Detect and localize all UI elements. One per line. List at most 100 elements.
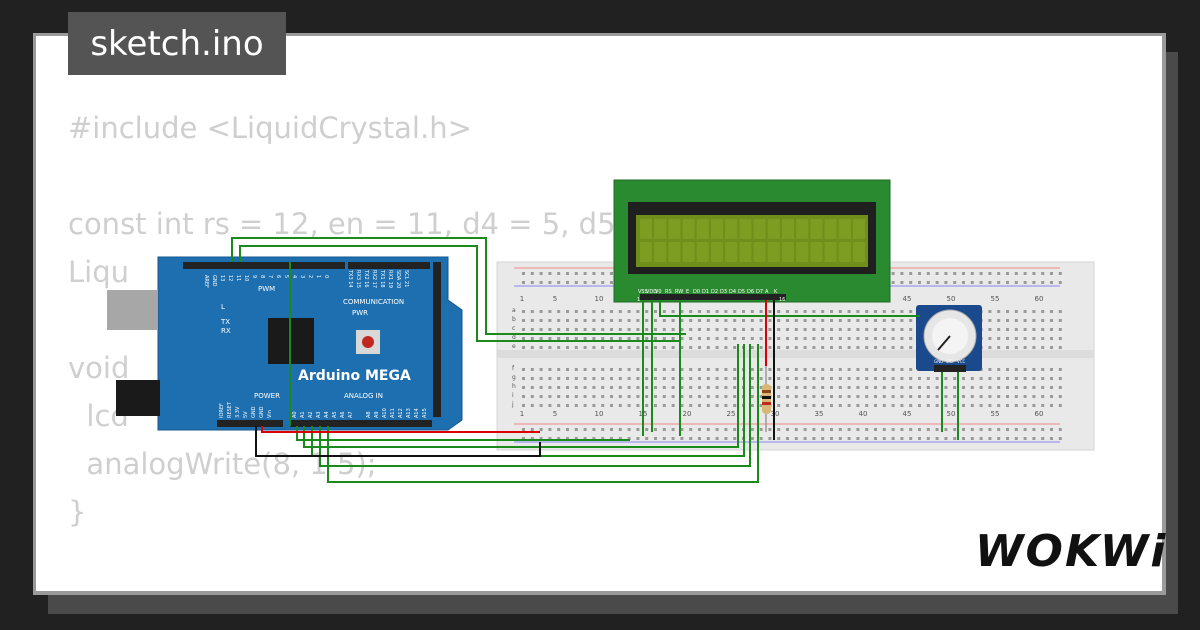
breadboard-hole [1050,428,1053,431]
breadboard-hole [768,377,772,380]
breadboard-hole [838,386,842,389]
breadboard-hole [662,395,666,398]
col-number: 45 [903,295,912,303]
usb-port-icon [107,290,157,330]
breadboard-hole [812,428,816,431]
breadboard-hole [759,337,763,340]
breadboard-hole [1032,377,1036,380]
svg-text:D4: D4 [729,289,736,295]
breadboard-hole [583,310,587,313]
breadboard-hole [997,346,1001,349]
col-number: 60 [1035,410,1044,418]
breadboard-hole [530,395,534,398]
breadboard-hole [1041,319,1045,322]
breadboard-hole [944,437,948,440]
breadboard-hole [874,386,877,389]
breadboard-hole [1050,319,1053,322]
breadboard-hole [706,386,710,389]
breadboard-hole [592,428,596,431]
breadboard-hole [706,346,710,349]
breadboard-hole [654,310,657,313]
breadboard-hole [838,395,842,398]
breadboard-hole [583,328,587,331]
breadboard-hole [997,368,1001,371]
breadboard-hole [618,437,622,440]
breadboard-hole [882,404,886,407]
breadboard-hole [548,272,552,275]
breadboard-hole [1014,310,1018,313]
code-line: #include <LiquidCrystal.h> [68,111,472,145]
breadboard-hole [830,328,833,331]
svg-text:IOREF: IOREF [219,403,225,418]
col-number: 45 [903,410,912,418]
breadboard-hole [794,310,798,313]
breadboard-hole [988,428,992,431]
breadboard-hole [645,428,649,431]
breadboard-hole [847,337,851,340]
svg-text:A3: A3 [316,411,322,418]
breadboard-hole [1041,272,1045,275]
breadboard-hole [601,377,605,380]
lcd-cell [853,242,865,262]
svg-text:A13: A13 [406,408,412,418]
breadboard-hole [856,328,860,331]
svg-text:VSS: VSS [638,289,648,295]
breadboard-hole [935,386,939,389]
breadboard-hole [1032,328,1036,331]
svg-text:A4: A4 [324,411,330,418]
breadboard-hole [592,272,596,275]
breadboard-hole [522,337,525,340]
breadboard-hole [636,437,640,440]
breadboard-hole [812,386,816,389]
breadboard-hole [768,337,772,340]
breadboard-hole [838,437,842,440]
breadboard-hole [1032,404,1036,407]
breadboard-hole [918,281,921,284]
breadboard-hole [979,377,983,380]
lcd-cells [640,219,865,262]
svg-text:RX2 17: RX2 17 [371,270,377,288]
breadboard-hole [592,319,596,322]
svg-text:K: K [774,289,778,295]
breadboard-hole [926,386,930,389]
breadboard-hole [1050,395,1053,398]
breadboard-hole [909,428,913,431]
svg-text:D3: D3 [720,289,727,295]
breadboard-hole [601,437,605,440]
breadboard-hole [522,368,525,371]
breadboard-hole [654,368,657,371]
breadboard-hole [1050,346,1053,349]
breadboard-hole [530,281,534,284]
breadboard-hole [610,272,613,275]
lcd-cell [711,219,723,239]
breadboard-hole [539,346,543,349]
breadboard-hole [803,395,807,398]
lcd-cell [640,242,652,262]
breadboard-hole [548,428,552,431]
breadboard-hole [847,368,851,371]
breadboard-hole [1058,395,1062,398]
breadboard-hole [918,377,921,380]
breadboard-hole [900,386,904,389]
svg-text:16: 16 [779,297,785,303]
breadboard-hole [838,328,842,331]
lcd-cell [654,219,667,239]
breadboard-hole [1041,395,1045,398]
breadboard-hole [566,281,569,284]
breadboard-hole [1014,319,1018,322]
breadboard-hole [680,377,684,380]
breadboard-hole [918,395,921,398]
breadboard-hole [803,404,807,407]
breadboard-hole [627,386,631,389]
breadboard-hole [592,437,596,440]
breadboard-hole [777,437,781,440]
svg-text:1: 1 [637,297,640,303]
breadboard-hole [548,319,552,322]
breadboard-hole [918,437,921,440]
header-top-left [183,262,345,269]
breadboard-hole [689,319,693,322]
breadboard-hole [1023,404,1027,407]
breadboard-hole [574,346,578,349]
lcd-cell [782,242,794,262]
breadboard-hole [847,437,851,440]
